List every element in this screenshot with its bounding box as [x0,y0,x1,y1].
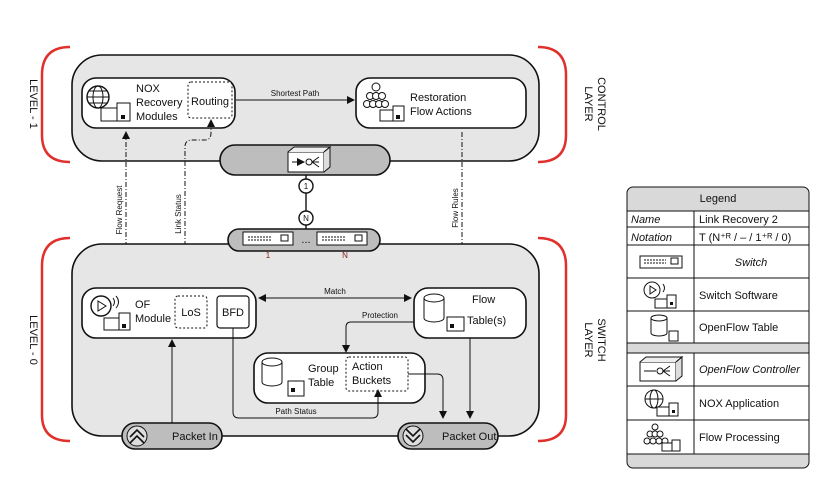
control-layer-label-1: CONTROL [595,77,607,131]
switch-software-icon [90,295,131,331]
link-n-badge [298,210,314,226]
action-buckets-line2: Buckets [352,375,392,387]
legend-flow-processing-label: Flow Processing [699,432,780,444]
nox-label-line3: Modules [136,111,178,123]
nox-label-line2: Recovery [136,97,183,109]
legend-switch-icon [639,255,683,269]
packet-in-icon [126,425,148,447]
legend-switch-software-icon [643,281,677,309]
switch-right-bracket [537,236,568,443]
path-status-line [232,328,382,419]
level0-label: LEVEL - 0 [27,315,39,365]
switch-layer-label-1: SWITCH [595,318,607,361]
legend-openflow-table-icon [650,314,679,342]
legend-notation-value: T (N⁺ᴿ / – / 1⁺ᴿ / 0) [699,232,791,244]
flow-request-label: Flow Request [115,185,124,235]
openflow-controller-icon [287,145,332,173]
control-right-bracket [537,45,568,164]
level1-label: LEVEL - 1 [27,79,39,129]
link-one-label: 1 [304,182,309,191]
shortest-path-label: Shortest Path [271,89,319,98]
los-box[interactable] [174,295,208,329]
nox-label-line1: NOX [136,83,161,95]
action-buckets-line1: Action [352,361,383,373]
restoration-label-line1: Restoration [410,92,466,104]
level1-left-bracket [40,45,71,164]
packet-out-label: Packet Out [442,431,496,443]
legend-switch-software-label: Switch Software [699,290,778,302]
legend-name-value: Link Recovery 2 [699,214,778,226]
legend-name-key: Name [631,214,660,226]
flow-processing-icon [363,82,405,122]
legend-notation-key: Notation [631,232,672,244]
control-layer-label-2: LAYER [582,86,594,121]
legend-openflow-controller-label: OpenFlow Controller [699,364,801,376]
packet-in-label: Packet In [172,431,218,443]
openflow-table-icon [423,293,465,332]
path-status-label: Path Status [275,407,316,416]
switch-ellipsis: ... [301,234,310,246]
switch-layer-label-2: LAYER [582,322,594,357]
flow-table-line1: Flow [472,294,495,306]
of-module-line2: Module [135,313,171,325]
link-status-label: Link Status [174,194,183,234]
legend-openflow-table-label: OpenFlow Table [699,322,778,334]
protection-arrow [342,321,414,353]
routing-label: Routing [191,96,229,108]
legend-openflow-controller-icon [639,355,684,382]
restoration-label-line2: Flow Actions [410,106,472,118]
legend-nox-application-icon [644,389,679,417]
legend-nox-application-label: NOX Application [699,398,779,410]
switch-icon [242,231,294,246]
flow-table-line2: Table(s) [467,315,506,327]
los-label: LoS [181,307,201,319]
packet-out-pill [397,422,499,450]
legend-switch-label: Switch [735,257,767,269]
level0-left-bracket [40,236,71,443]
group-table-icon [261,357,305,397]
flow-rules-label: Flow Rules [451,188,460,228]
legend-title: Legend [700,193,737,205]
switch-index-1: 1 [266,251,271,260]
link-status-line [184,119,215,296]
legend: Legend Name Link Recovery 2 Notation T (… [626,186,810,469]
link-one-badge [298,178,314,194]
legend-flow-processing-icon [643,423,681,452]
of-module-line1: OF [135,299,151,311]
group-to-packet-out [408,373,447,419]
switch-icon-n [316,231,368,246]
link-n-label: N [303,214,309,223]
nox-application-icon [86,85,131,122]
routing-box[interactable] [187,81,233,119]
bfd-label: BFD [222,307,244,319]
protection-label: Protection [362,311,398,320]
match-label: Match [324,287,346,296]
group-table-line1: Group [308,363,339,375]
group-table-line2: Table [308,377,334,389]
packet-out-icon [402,425,424,447]
switch-index-n: N [342,251,348,260]
